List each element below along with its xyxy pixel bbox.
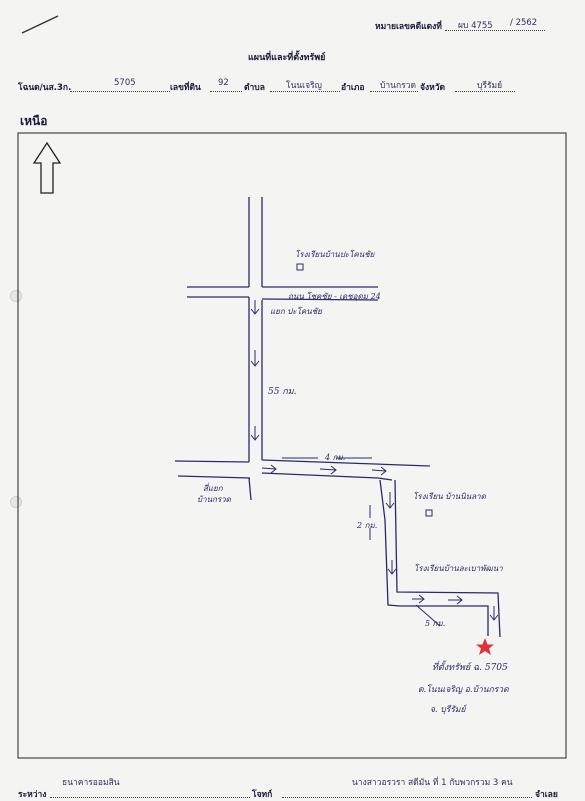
- label-property-3: จ. บุรีรัมย์: [430, 705, 466, 715]
- label-property-2: ต.โนนเจริญ อ.บ้านกรวด: [418, 685, 509, 695]
- subdistrict-value: โนนเจริญ: [286, 81, 322, 91]
- arrow-icon: [387, 560, 397, 575]
- direction-arrows: [250, 300, 499, 627]
- case-ref-label: หมายเลขคดีแดงที่: [375, 22, 442, 32]
- page-title: แผนที่และที่ตั้งทรัพย์: [248, 53, 326, 63]
- road-east-top: [261, 459, 431, 467]
- label-junction-left-1: สี่แยก: [203, 484, 223, 493]
- arrow-icon: [261, 464, 277, 474]
- arrow-icon: [412, 594, 425, 604]
- map-frame: [17, 132, 567, 759]
- arrow-icon: [371, 466, 387, 476]
- road-south-left: [379, 479, 401, 607]
- property-star-icon: [476, 638, 494, 655]
- label-dist-55: 55 กม.: [268, 387, 297, 397]
- land-no-label: เลขที่ดิน: [170, 83, 201, 93]
- plaintiff-name: ธนาคารออมสิน: [62, 778, 120, 788]
- arrow-icon: [319, 465, 337, 475]
- arrow-icon: [250, 300, 260, 315]
- case-ref-year: / 2562: [510, 18, 538, 28]
- north-arrow-icon: [32, 141, 62, 194]
- roads: [174, 197, 501, 638]
- deed-value: 5705: [114, 78, 136, 88]
- label-junction-top: แยก ปะโคนชัย: [270, 307, 322, 316]
- land-no-value: 92: [218, 78, 229, 88]
- punch-hole: [10, 496, 22, 508]
- case-ref-number: ผบ 4755: [458, 21, 493, 31]
- label-dist-4: 4 กม.: [325, 453, 346, 462]
- arrow-icon: [250, 350, 260, 367]
- label-dist-2: 2 กม.: [357, 521, 378, 530]
- defendant-suffix: จำเลย: [535, 790, 558, 800]
- school-marker-icon: [296, 263, 304, 271]
- arrow-icon: [448, 595, 463, 605]
- road-upper-bottom: [187, 296, 379, 301]
- province-value: บุรีรัมย์: [477, 81, 503, 91]
- road-lower-left-top: [174, 460, 250, 463]
- label-dist-5: 5 กม.: [425, 619, 446, 628]
- road-main-left-edge: [248, 197, 252, 501]
- defendant-name: นางสาวอรวรา สดีมัน ที่ 1 กับพวกรวม 3 คน: [352, 778, 513, 788]
- school-marker-icon: [425, 509, 433, 517]
- north-label: เหนือ: [20, 114, 48, 128]
- label-road: ถนน โชคชัย - เดชอุดม 24: [288, 292, 381, 301]
- plaintiff-suffix: โจทก์: [252, 790, 273, 800]
- arrow-icon: [385, 492, 395, 509]
- district-label: อำเภอ: [341, 83, 365, 93]
- distance-tick: [415, 604, 441, 627]
- between-label: ระหว่าง: [18, 790, 47, 800]
- district-value: บ้านกรวด: [380, 81, 416, 91]
- label-school-top: โรงเรียนบ้านปะโคนชัย: [295, 250, 375, 259]
- pen-stroke: [21, 15, 59, 34]
- province-label: จังหวัด: [420, 83, 446, 93]
- punch-hole: [10, 290, 22, 302]
- road-east-bottom: [261, 472, 393, 481]
- arrow-icon: [250, 426, 260, 441]
- road-south-right: [394, 479, 501, 638]
- road-lower-left-bottom: [177, 475, 251, 479]
- road-south-inner: [400, 605, 489, 636]
- label-property-1: ที่ตั้งทรัพย์ ฉ. 5705: [432, 663, 508, 673]
- label-school-low: โรงเรียนบ้านละเบาพัฒนา: [414, 564, 503, 573]
- arrow-icon: [489, 606, 499, 621]
- deed-label: โฉนด/นส.3ก.: [18, 83, 72, 93]
- label-junction-left-2: บ้านกรวด: [197, 495, 231, 504]
- label-school-mid: โรงเรียน บ้านนินลาด: [413, 492, 486, 501]
- subdistrict-label: ตำบล: [244, 83, 265, 93]
